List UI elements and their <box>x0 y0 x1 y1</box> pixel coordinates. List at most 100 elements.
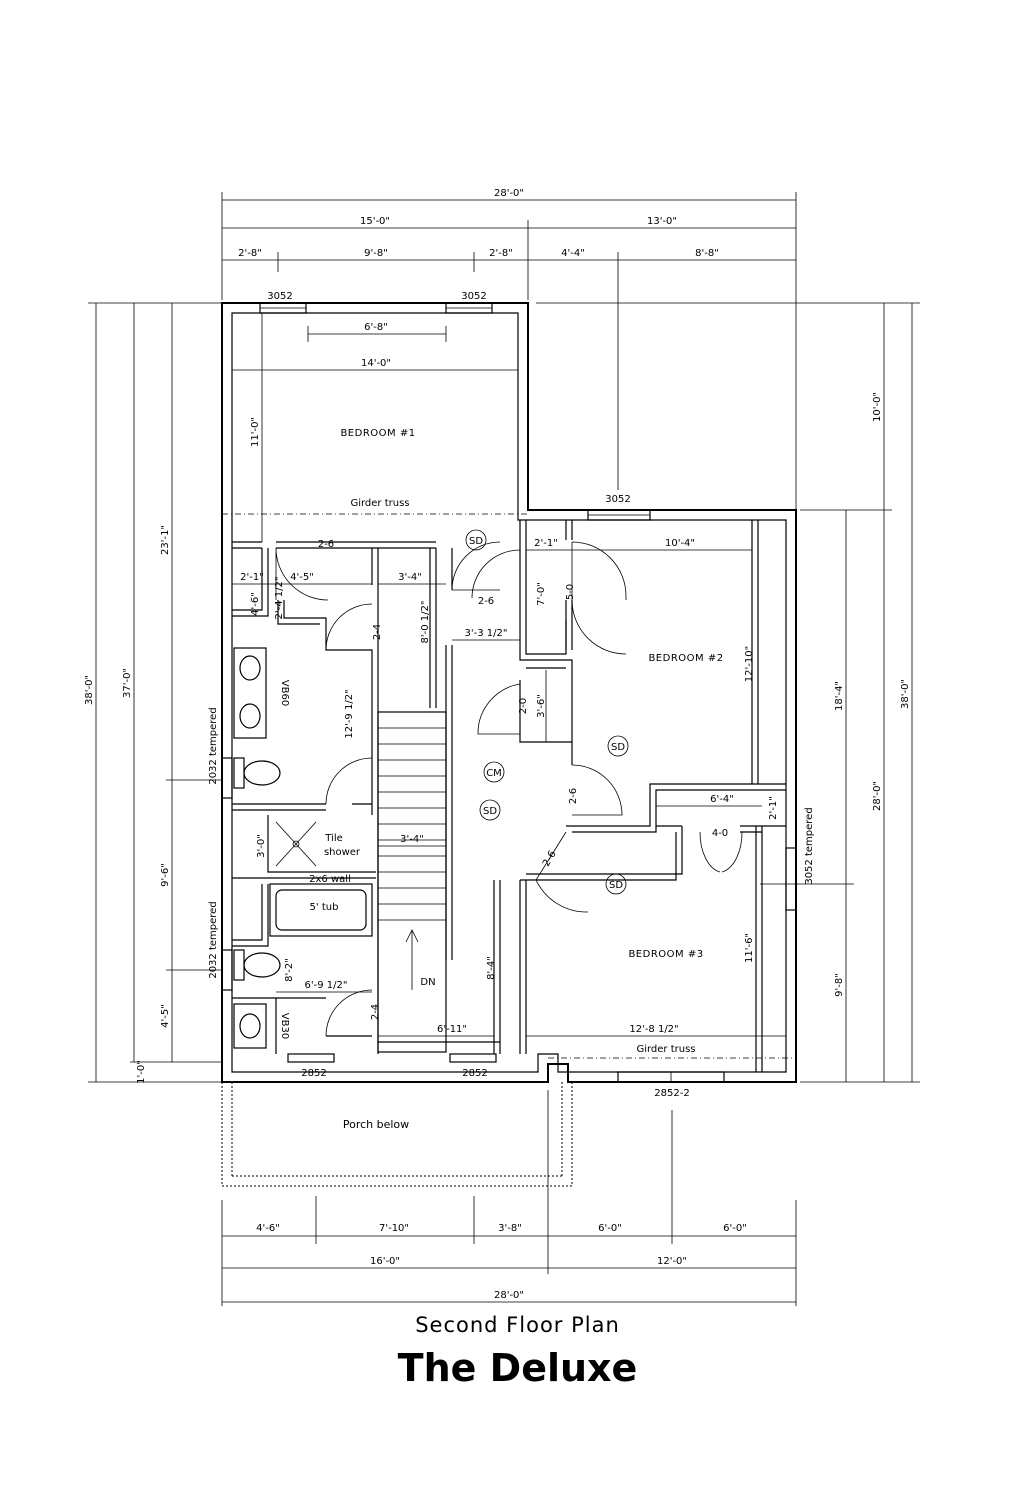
door-label: 2-4 <box>370 1004 381 1020</box>
dim-hall-a: 4'-5" <box>290 572 314 583</box>
dim-top-left: 15'-0" <box>360 216 390 227</box>
dim-bed3-height: 11'-6" <box>744 933 755 963</box>
vanity-60-label: VB60 <box>279 680 290 706</box>
window-2032-upper <box>221 757 233 799</box>
window-2852-right <box>449 1053 497 1063</box>
smoke-detector-icon <box>479 799 501 821</box>
room-bedroom-1: BEDROOM #1 <box>340 428 415 439</box>
sd-label: SD <box>469 536 483 547</box>
dim-bed2-closet-width: 2'-1" <box>534 538 558 549</box>
plan-subtitle: Second Floor Plan <box>415 1313 620 1337</box>
porch-label: Porch below <box>343 1118 409 1131</box>
door-label: 2-6 <box>541 849 559 869</box>
dim-top-overall: 28'-0" <box>494 188 524 199</box>
dim-top-e: 8'-8" <box>695 248 719 259</box>
dim-bed3-width: 12'-8 1/2" <box>629 1024 678 1035</box>
dim-hall-low: 6'-11" <box>437 1024 467 1035</box>
dim-hall-b: 3'-4" <box>398 572 422 583</box>
girder-truss-bottom: Girder truss <box>636 1044 695 1055</box>
dim-top-d: 4'-4" <box>561 248 585 259</box>
tub-label: 5' tub <box>310 902 339 913</box>
dim-bottom-overall: 28'-0" <box>494 1290 524 1301</box>
dim-shower-width: 3'-0" <box>256 834 267 858</box>
dim-closet-height-2: 2'-4 1/2" <box>274 577 285 620</box>
toilet-1 <box>233 757 245 789</box>
dim-left-b: 9'-6" <box>160 863 171 887</box>
window-tempered-right: 3052 tempered <box>804 807 815 884</box>
stair-down-label: DN <box>420 977 435 988</box>
dim-bottom-e: 6'-0" <box>723 1223 747 1234</box>
dim-bed1-depth: 11'-0" <box>250 417 261 447</box>
dim-top-b: 9'-8" <box>364 248 388 259</box>
dim-bed1-inner: 6'-8" <box>364 322 388 333</box>
detectors: SD SD CM SD SD <box>465 529 629 895</box>
dim-closet-height: 4'-6" <box>250 592 261 616</box>
windows: 3052 3052 3052 2852 2852 2852-2 2032 tem… <box>208 291 815 1099</box>
room-labels: BEDROOM #1 BEDROOM #2 BEDROOM #3 <box>340 428 723 960</box>
window-label: 3052 <box>267 291 292 302</box>
dim-bed2-closet-height: 7'-0" <box>536 582 547 606</box>
dim-top-a: 2'-8" <box>238 248 262 259</box>
toilet-2 <box>233 949 245 981</box>
dim-bottom-a: 4'-6" <box>256 1223 280 1234</box>
dim-bottom-right: 12'-0" <box>657 1256 687 1267</box>
doors <box>275 541 743 1037</box>
door-label: 2-6 <box>318 539 334 550</box>
vanity-30-label: VB30 <box>279 1013 290 1039</box>
dim-right-b: 9'-8" <box>834 973 845 997</box>
dim-bottom-b: 7'-10" <box>379 1223 409 1234</box>
dim-left-a: 23'-1" <box>160 525 171 555</box>
dim-closet3-height: 2'-1" <box>768 796 779 820</box>
dim-bath-height: 12'-9 1/2" <box>344 689 355 738</box>
window-label: 2852 <box>462 1068 487 1079</box>
dim-stair-height: 8'-0 1/2" <box>420 601 431 644</box>
top-dimensions: 28'-0" 15'-0" 13'-0" 2'-8" 9'-8" 2'-8" 4… <box>221 188 797 510</box>
dim-hall-low-height: 8'-4" <box>486 956 497 980</box>
dim-bottom-d: 6'-0" <box>598 1223 622 1234</box>
shower-label: shower <box>324 847 361 858</box>
interior-dimensions: 6'-8" 14'-0" 11'-0" 2'-1" 4'-5" 3'-4" 4'… <box>232 313 786 1037</box>
dim-left-c: 4'-5" <box>160 1004 171 1028</box>
bottom-dimensions: 4'-6" 7'-10" 3'-8" 6'-0" 6'-0" 16'-0" 12… <box>221 1090 797 1306</box>
dim-right-a: 18'-4" <box>834 681 845 711</box>
window-tempered-upper: 2032 tempered <box>208 707 219 784</box>
door-label: 2-0 <box>518 698 529 714</box>
window-label: 2852 <box>301 1068 326 1079</box>
sd-label: SD <box>609 880 623 891</box>
room-bedroom-2: BEDROOM #2 <box>648 653 723 664</box>
dim-right-upper: 10'-0" <box>872 392 883 422</box>
dim-closet3-width: 6'-4" <box>710 794 734 805</box>
smoke-detector-icon <box>607 735 629 757</box>
window-3052-bedroom3 <box>785 847 797 911</box>
carbon-monoxide-icon <box>483 761 505 783</box>
vanity-30 <box>233 1003 267 1049</box>
dim-left-d: 1'-0" <box>136 1060 147 1084</box>
dim-bed2-height: 12'-10" <box>744 646 755 682</box>
dim-bed1-width: 14'-0" <box>361 358 391 369</box>
dim-linen-height: 3'-6" <box>536 694 547 718</box>
dim-tub-height: 8'-2" <box>284 958 295 982</box>
cm-label: CM <box>486 768 502 779</box>
dim-hall-c: 3'-3 1/2" <box>465 628 508 639</box>
sd-label: SD <box>611 742 625 753</box>
smoke-detector-icon <box>605 873 627 895</box>
window-label: 2852-2 <box>654 1088 689 1099</box>
wall-2x6-label: 2x6 wall <box>309 874 351 885</box>
smoke-detector-icon <box>465 529 487 551</box>
room-bedroom-3: BEDROOM #3 <box>628 949 703 960</box>
dim-left-overall: 38'-0" <box>84 675 95 705</box>
dim-top-c: 2'-8" <box>489 248 513 259</box>
door-label: 4-0 <box>712 828 728 839</box>
exterior-walls <box>221 302 797 1083</box>
vanity-60 <box>233 647 267 739</box>
dim-left-inner: 37'-0" <box>122 668 133 698</box>
window-2852-left <box>287 1053 335 1063</box>
dim-stair-width: 3'-4" <box>400 834 424 845</box>
dim-bed2-width: 10'-4" <box>665 538 695 549</box>
window-label: 3052 <box>461 291 486 302</box>
stairs: DN <box>377 711 447 1053</box>
door-label: 2-6 <box>478 596 494 607</box>
interior-walls <box>232 520 786 1072</box>
dim-bottom-c: 3'-8" <box>498 1223 522 1234</box>
girder-trusses: Girder truss Girder truss <box>222 498 796 1059</box>
